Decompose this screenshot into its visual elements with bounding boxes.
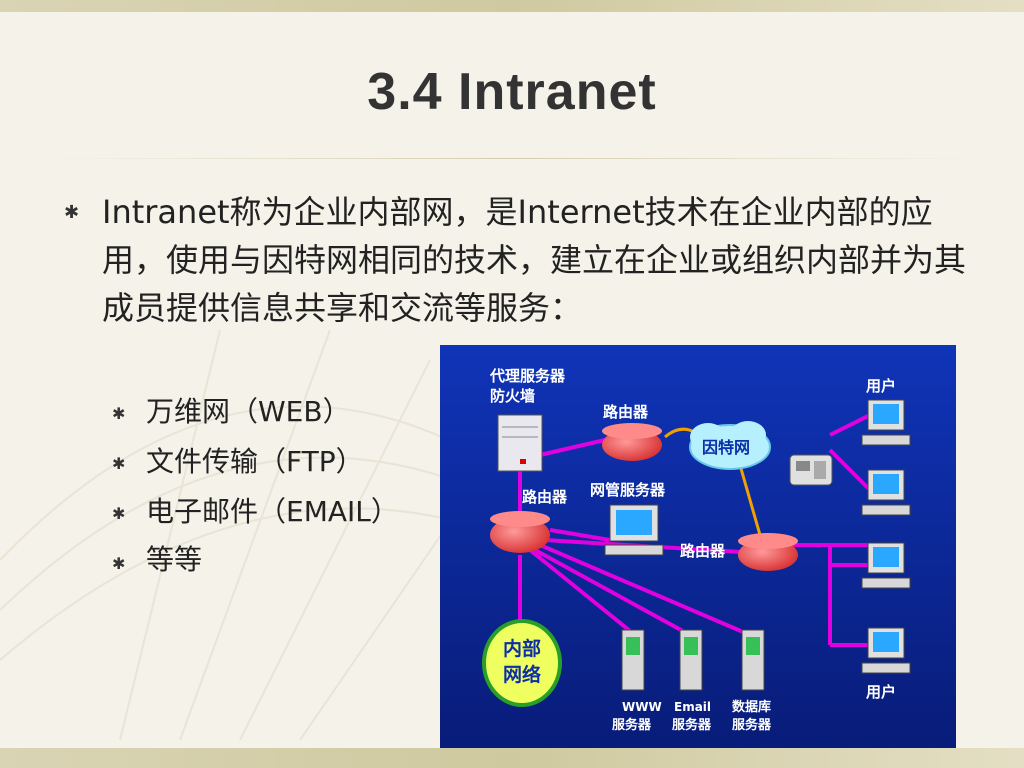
- user-pc-icon: [861, 627, 911, 674]
- intranet-network-diagram: 代理服务器 防火墙 路由器 因特网 用户 用户: [440, 345, 956, 751]
- internet-label: 因特网: [702, 438, 750, 457]
- sub-item-ftp: 文件传输（FTP）: [146, 445, 364, 478]
- bottom-decor-band: [0, 748, 1024, 768]
- router-left-label: 路由器: [522, 488, 568, 506]
- database-server-icon: [741, 629, 765, 691]
- intranet-label-2: 网络: [503, 663, 541, 686]
- asterisk-icon: ✱: [112, 554, 126, 573]
- user-pc-icon: [861, 399, 911, 446]
- user-top-label: 用户: [866, 377, 896, 395]
- proxy-label-2: 防火墙: [490, 387, 535, 405]
- sub-item-etc: 等等: [146, 543, 203, 576]
- asterisk-icon: ✱: [112, 454, 126, 473]
- router-top-label: 路由器: [603, 403, 649, 421]
- router-top-icon: [602, 423, 662, 461]
- phone-icon: [789, 454, 833, 486]
- internal-network-icon: [482, 619, 562, 707]
- email-label-2: 服务器: [672, 717, 712, 733]
- slide-title: 3.4 Intranet: [367, 63, 657, 121]
- title-divider: [50, 158, 974, 159]
- www-label-1: WWW: [622, 700, 662, 714]
- asterisk-icon: ✱: [64, 202, 80, 223]
- top-decor-band: [0, 0, 1024, 12]
- sub-item-email: 电子邮件（EMAIL）: [146, 495, 399, 528]
- asterisk-icon: ✱: [112, 504, 126, 523]
- asterisk-icon: ✱: [112, 404, 126, 423]
- bullet-main-text: Intranet称为企业内部网，是Internet技术在企业内部的应用，使用与因…: [102, 193, 967, 327]
- user-pc-icon: [861, 542, 911, 589]
- proxy-firewall-server-icon: [497, 414, 543, 472]
- internet-cloud-icon: [689, 421, 771, 470]
- intranet-label-1: 内部: [503, 637, 541, 660]
- router-left-icon: [490, 511, 550, 553]
- db-label-2: 服务器: [732, 717, 772, 733]
- router-right-label: 路由器: [680, 542, 726, 560]
- user-pc-icon: [861, 469, 911, 516]
- netmgmt-label: 网管服务器: [590, 481, 666, 499]
- lan-links: [518, 413, 872, 647]
- db-label-1: 数据库: [732, 699, 771, 715]
- proxy-label-1: 代理服务器: [489, 367, 566, 385]
- www-server-icon: [621, 629, 645, 691]
- email-label-1: Email: [674, 700, 711, 714]
- email-server-icon: [679, 629, 703, 691]
- netmgmt-monitor-icon: [604, 504, 664, 556]
- www-label-2: 服务器: [612, 717, 652, 733]
- user-bottom-label: 用户: [866, 683, 896, 701]
- router-right-icon: [738, 533, 798, 571]
- sub-item-web: 万维网（WEB）: [146, 395, 351, 428]
